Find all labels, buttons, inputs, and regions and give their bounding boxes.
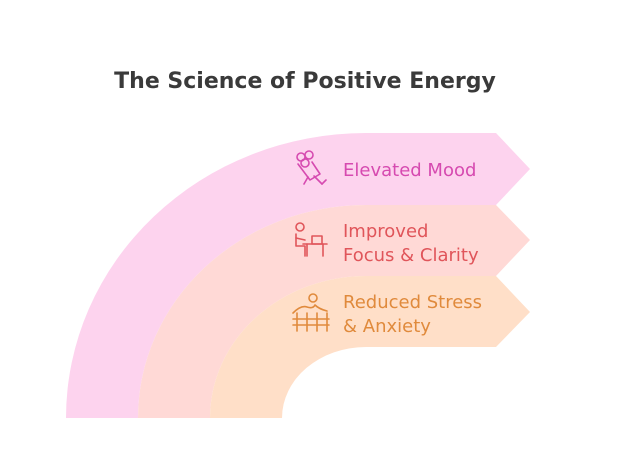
- label-reduced-stress: Reduced Stress & Anxiety: [343, 292, 482, 337]
- label-line: Elevated Mood: [343, 160, 476, 181]
- person-relaxing-at-fence-icon: [292, 293, 330, 332]
- person-at-desk-icon: [295, 222, 328, 257]
- label-line: & Anxiety: [343, 316, 431, 337]
- band-reduced-stress: [210, 276, 530, 418]
- label-line: Improved: [343, 221, 428, 242]
- band-elevated-mood: [66, 133, 530, 418]
- label-line: Reduced Stress: [343, 292, 482, 313]
- label-elevated-mood: Elevated Mood: [343, 160, 476, 181]
- flower-bouquet-icon: [296, 150, 327, 185]
- band-improved-focus: [138, 205, 530, 418]
- page-title: The Science of Positive Energy: [114, 69, 496, 94]
- label-line: Focus & Clarity: [343, 245, 479, 266]
